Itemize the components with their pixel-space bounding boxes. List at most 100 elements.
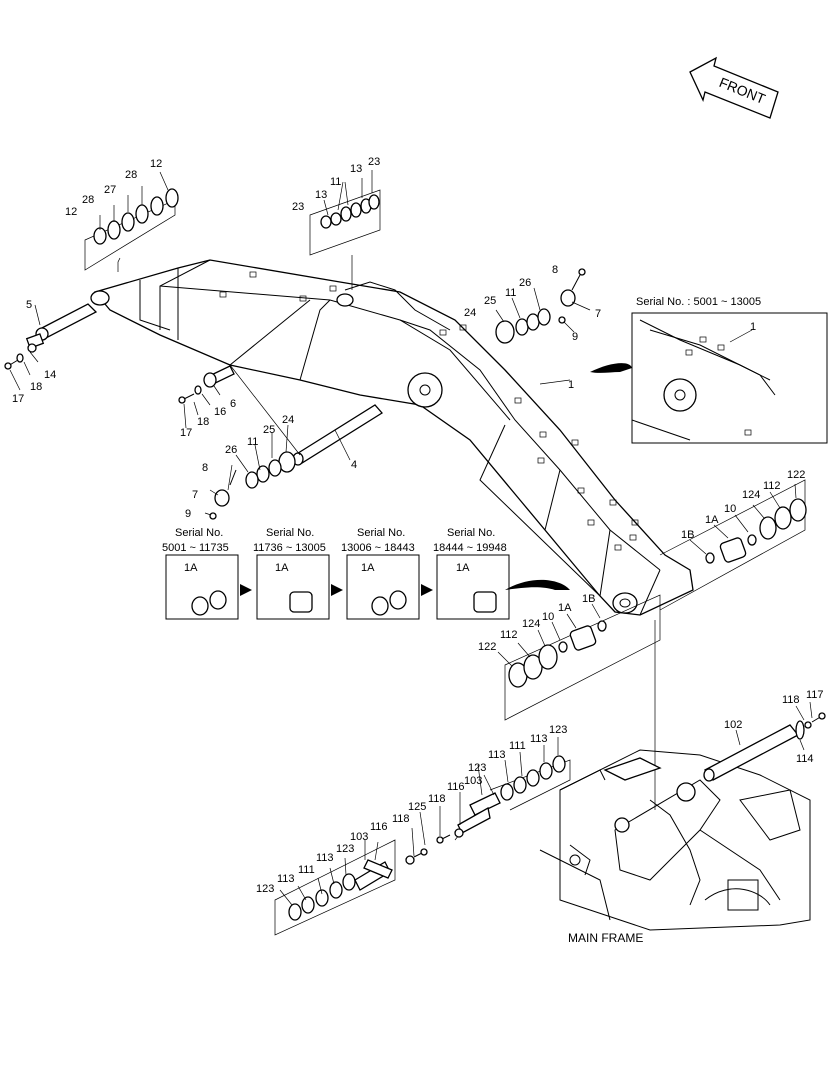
svg-text:Serial No.: Serial No.: [447, 527, 495, 539]
label-13: 13: [350, 163, 362, 175]
label-23: 23: [368, 156, 380, 168]
label-122: 122: [478, 641, 496, 653]
label-28: 28: [125, 169, 137, 181]
label-1A: 1A: [705, 514, 719, 526]
ring-group-right-top: [495, 268, 586, 344]
boom-body: [90, 259, 694, 616]
label-113: 113: [530, 733, 548, 745]
label-123: 123: [549, 724, 567, 736]
label-24: 24: [282, 414, 294, 426]
label-12: 12: [65, 206, 77, 218]
label-6: 6: [230, 398, 236, 410]
label-118: 118: [392, 813, 410, 825]
pin-102: [703, 712, 826, 782]
svg-text:1A: 1A: [275, 562, 289, 574]
label-26: 26: [519, 277, 531, 289]
label-8: 8: [552, 264, 558, 276]
label-123: 123: [256, 883, 274, 895]
label-116: 116: [447, 781, 465, 793]
label-25: 25: [263, 424, 275, 436]
label-17: 17: [180, 427, 192, 439]
svg-text:1A: 1A: [361, 562, 375, 574]
label-10: 10: [724, 503, 736, 515]
label-14: 14: [44, 369, 56, 381]
svg-text:Serial No.: Serial No.: [175, 527, 223, 539]
label-1-inset: 1: [750, 321, 756, 333]
label-25: 25: [484, 295, 496, 307]
serial-box-2: Serial No. 11736 ~ 13005 1A: [253, 527, 330, 620]
serial-inset-title: Serial No. : 5001 ~ 13005: [636, 296, 761, 308]
ring-stack-top-left: [84, 188, 179, 272]
serial-box-3: Serial No. 13006 ~ 18443 1A: [341, 527, 420, 620]
svg-text:1A: 1A: [456, 562, 470, 574]
svg-text:5001 ~ 11735: 5001 ~ 11735: [162, 542, 229, 554]
label-103: 103: [350, 831, 368, 843]
svg-text:Serial No.: Serial No.: [266, 527, 314, 539]
label-11: 11: [247, 436, 258, 448]
label-18: 18: [30, 381, 42, 393]
serial-inset: Serial No. : 5001 ~ 13005 1: [590, 296, 828, 444]
svg-text:13006 ~ 18443: 13006 ~ 18443: [341, 542, 415, 554]
bushing-group-right: [659, 479, 807, 611]
serial-boxes: Serial No. 5001 ~ 11735 1A Serial No. 11…: [162, 527, 570, 620]
main-frame-label: MAIN FRAME: [568, 931, 643, 945]
label-123: 123: [468, 762, 486, 774]
label-125: 125: [408, 801, 426, 813]
label-118: 118: [782, 694, 800, 706]
label-28: 28: [82, 194, 94, 206]
arrow-icon: [331, 584, 343, 596]
label-12: 12: [150, 158, 162, 170]
part-labels: 12 28 27 28 12 13 23 11 13 23 5 14 18 17…: [12, 156, 824, 895]
label-111: 111: [509, 740, 526, 752]
label-117: 117: [806, 689, 824, 701]
label-124: 124: [522, 618, 540, 630]
label-13: 13: [315, 189, 327, 201]
label-9: 9: [572, 331, 578, 343]
label-113: 113: [277, 873, 295, 885]
label-11: 11: [330, 176, 341, 188]
label-111: 111: [298, 864, 315, 876]
label-123: 123: [336, 843, 354, 855]
label-103: 103: [464, 775, 482, 787]
label-18: 18: [197, 416, 209, 428]
label-16: 16: [214, 406, 226, 418]
label-1A: 1A: [558, 602, 572, 614]
bushing-group-left: [504, 594, 661, 810]
label-114: 114: [796, 753, 814, 765]
ring-group-bottom-lower: [274, 839, 428, 936]
label-113: 113: [488, 749, 506, 761]
label-7: 7: [192, 489, 198, 501]
label-116: 116: [370, 821, 388, 833]
label-118: 118: [428, 793, 446, 805]
label-124: 124: [742, 489, 760, 501]
label-1B: 1B: [582, 593, 595, 605]
label-4: 4: [351, 459, 357, 471]
label-17: 17: [12, 393, 24, 405]
label-9: 9: [185, 508, 191, 520]
front-arrow-icon: FRONT: [689, 56, 779, 119]
label-122: 122: [787, 469, 805, 481]
label-113: 113: [316, 852, 334, 864]
pin-6: [178, 365, 235, 404]
label-26: 26: [225, 444, 237, 456]
svg-text:Serial No.: Serial No.: [357, 527, 405, 539]
svg-text:11736 ~ 13005: 11736 ~ 13005: [253, 542, 326, 554]
label-11: 11: [505, 287, 516, 299]
ring-group-bottom-upper: [436, 755, 571, 844]
label-24: 24: [464, 307, 476, 319]
label-7: 7: [595, 308, 601, 320]
label-112: 112: [500, 629, 518, 641]
label-27: 27: [104, 184, 116, 196]
main-frame: MAIN FRAME: [539, 749, 811, 945]
label-1B: 1B: [681, 529, 694, 541]
serial-box-4: Serial No. 18444 ~ 19948 1A: [433, 527, 510, 620]
arrow-icon: [240, 584, 252, 596]
serial-box-1: Serial No. 5001 ~ 11735 1A: [162, 527, 239, 620]
svg-text:1A: 1A: [184, 562, 198, 574]
label-8: 8: [202, 462, 208, 474]
label-10: 10: [542, 611, 554, 623]
label-1: 1: [568, 379, 574, 391]
ring-stack-top-middle: [309, 189, 381, 290]
svg-text:18444 ~ 19948: 18444 ~ 19948: [433, 542, 507, 554]
